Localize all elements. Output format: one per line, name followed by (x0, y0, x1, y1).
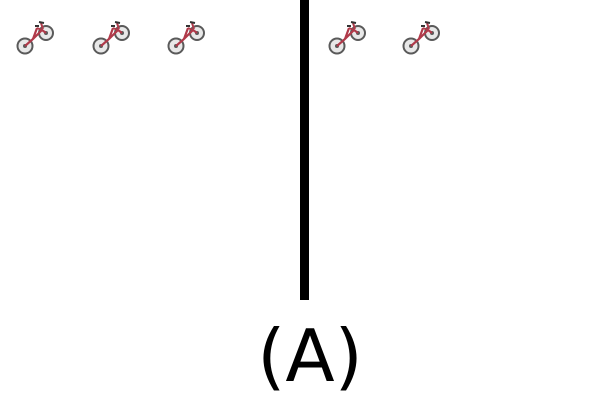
bicycle-icon (167, 18, 205, 58)
figure-label: (A) (257, 314, 363, 398)
bicycle-icon (402, 18, 440, 58)
divider-line (300, 0, 309, 300)
bicycle-icon (328, 18, 366, 58)
bicycle-icon (92, 18, 130, 58)
bicycle-icon (16, 18, 54, 58)
